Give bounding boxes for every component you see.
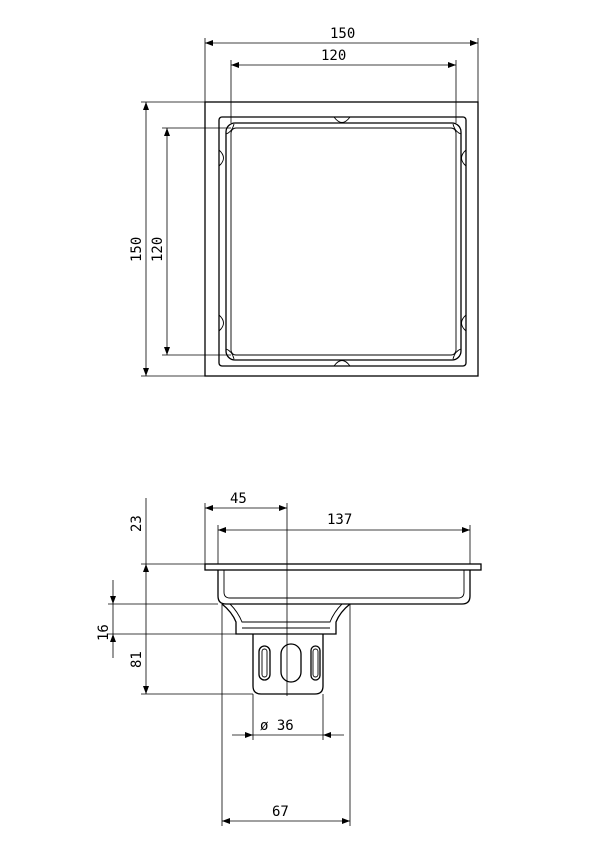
- outlet-neck: [221, 603, 351, 635]
- inner-frame: [218, 116, 467, 367]
- dim-inner-height: 120: [150, 237, 166, 262]
- left-notch-lower: [218, 314, 224, 332]
- right-notch-lower: [461, 314, 467, 332]
- outer-frame: [204, 101, 479, 377]
- left-notch-upper: [218, 149, 224, 167]
- dim-trap-height: 81: [129, 651, 145, 668]
- right-notch-upper: [461, 149, 467, 167]
- top-notch: [333, 116, 351, 123]
- side-view: 45 137 23 16 81 ø 36 67: [96, 491, 482, 826]
- dim-step-height: 16: [96, 624, 112, 641]
- bottom-notch: [333, 360, 351, 367]
- slot-left: [258, 645, 271, 681]
- dim-outlet-diameter: ø 36: [260, 718, 294, 734]
- grate-plate: [230, 127, 457, 356]
- grate-outline: [225, 122, 462, 361]
- dim-outer-width: 150: [330, 26, 355, 42]
- dim-outlet-width: 67: [272, 804, 289, 820]
- dim-outer-height: 150: [129, 237, 145, 262]
- dim-body-width: 137: [327, 512, 352, 528]
- dim-offset: 45: [230, 491, 247, 507]
- slot-center: [280, 643, 302, 683]
- top-view: 150 120 150 120: [129, 26, 479, 377]
- dim-flange-height: 23: [129, 515, 145, 532]
- slot-right: [310, 645, 321, 681]
- dim-inner-width: 120: [321, 48, 346, 64]
- flange: [204, 563, 482, 571]
- trap-body: [252, 634, 324, 695]
- body-tray: [217, 570, 471, 605]
